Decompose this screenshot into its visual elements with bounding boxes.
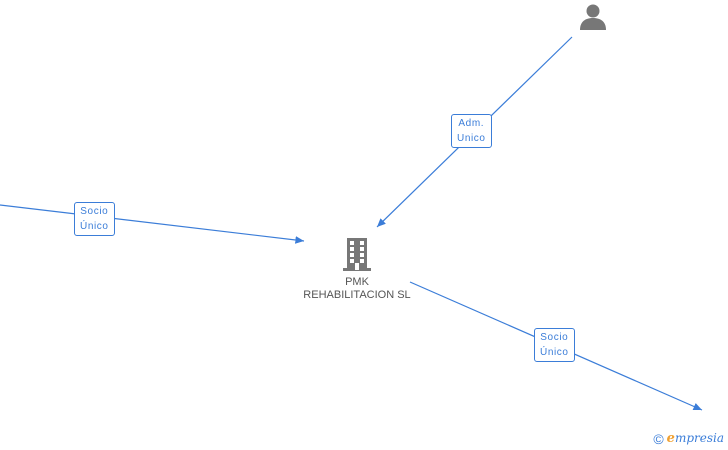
brand-footer: © empresia <box>653 431 724 446</box>
relation-label-line1: Socio <box>540 332 569 343</box>
relation-label-line2: Único <box>540 347 569 358</box>
copyright-icon: © <box>653 430 664 447</box>
company-node[interactable]: PMK REHABILITACION SL <box>296 236 418 302</box>
relation-label-socio-in[interactable]: Socio Único <box>74 202 115 236</box>
person-icon[interactable] <box>578 2 608 37</box>
brand-initial: e <box>666 431 675 446</box>
relation-label-socio-out[interactable]: Socio Único <box>534 328 575 362</box>
edge-shareholder-to-company <box>0 204 305 244</box>
relation-label-adm[interactable]: Adm. Unico <box>451 114 492 148</box>
relation-label-line1: Adm. <box>458 118 485 129</box>
company-name-line1: PMK <box>345 276 369 288</box>
company-name-line2: REHABILITACION SL <box>303 289 411 301</box>
relation-label-line2: Único <box>80 221 109 232</box>
company-name[interactable]: PMK REHABILITACION SL <box>296 276 418 302</box>
relation-label-line2: Unico <box>457 133 486 144</box>
brand-rest: mpresia <box>674 431 724 445</box>
building-icon <box>343 238 371 271</box>
brand-logo: empresia <box>667 431 724 446</box>
relation-label-line1: Socio <box>80 206 109 217</box>
